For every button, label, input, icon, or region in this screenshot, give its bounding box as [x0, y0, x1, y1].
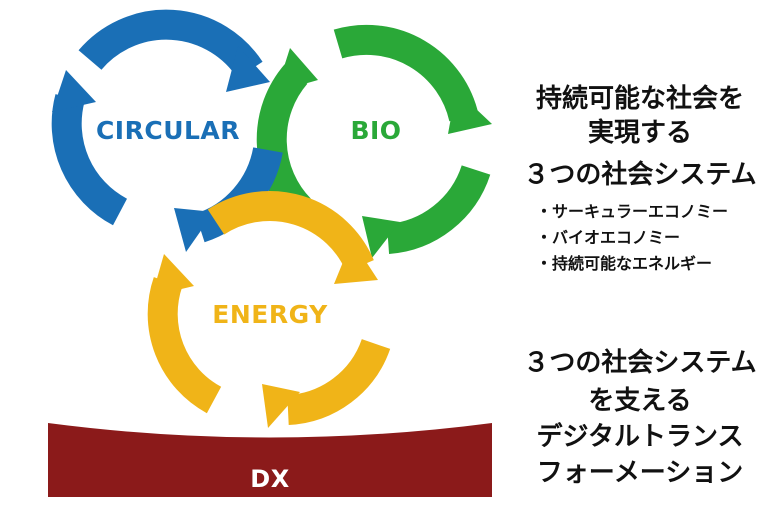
energy-arc-2: [286, 338, 391, 425]
heading2-line-3: デジタルトランス: [536, 422, 744, 452]
circular-arc-1: [78, 9, 263, 79]
circular-arrowhead-1: [226, 46, 270, 92]
heading2-line-4: フォーメーション: [536, 458, 744, 488]
dx-base-band: [48, 423, 492, 497]
heading2-line-1: ３つの社会システム: [523, 348, 757, 378]
energy-arrowhead-2: [262, 384, 300, 428]
circular-arc-3: [51, 94, 128, 226]
circular-economy-diagram: DX CIRCULAR BIO ENERGY: [48, 9, 492, 497]
bio-arrowhead-3: [276, 48, 318, 92]
energy-arrowhead-3: [152, 254, 194, 296]
bio-arc-3: [256, 64, 312, 220]
heading1-line-3: ３つの社会システム: [523, 160, 757, 190]
bio-arrowhead-1: [448, 90, 492, 134]
heading1-line-2: 実現する: [587, 118, 692, 148]
dx-label: DX: [250, 465, 289, 493]
energy-arc-1: [207, 191, 374, 273]
energy-cycle: [147, 191, 391, 428]
heading1-line-1: 持続可能な社会を: [535, 84, 744, 114]
energy-arc-3: [147, 277, 222, 414]
circular-label: CIRCULAR: [96, 116, 240, 145]
bio-label: BIO: [350, 116, 401, 145]
bio-arc-1: [333, 24, 479, 122]
energy-arrowhead-1: [334, 240, 378, 284]
bio-arc-2: [386, 164, 491, 254]
heading2-line-2: を支える: [588, 386, 692, 416]
bullet-circular-economy: ・サーキュラーエコノミー: [536, 202, 729, 221]
circular-arrowhead-3: [52, 70, 96, 112]
energy-label: ENERGY: [212, 300, 328, 329]
bullet-sustainable-energy: ・持続可能なエネルギー: [536, 254, 713, 273]
bio-arrowhead-2: [362, 216, 400, 258]
circular-arrowhead-2: [174, 208, 214, 252]
bullet-bio-economy: ・バイオエコノミー: [536, 228, 681, 247]
description-panel: 持続可能な社会を 実現する ３つの社会システム ・サーキュラーエコノミー ・バイ…: [500, 0, 780, 524]
